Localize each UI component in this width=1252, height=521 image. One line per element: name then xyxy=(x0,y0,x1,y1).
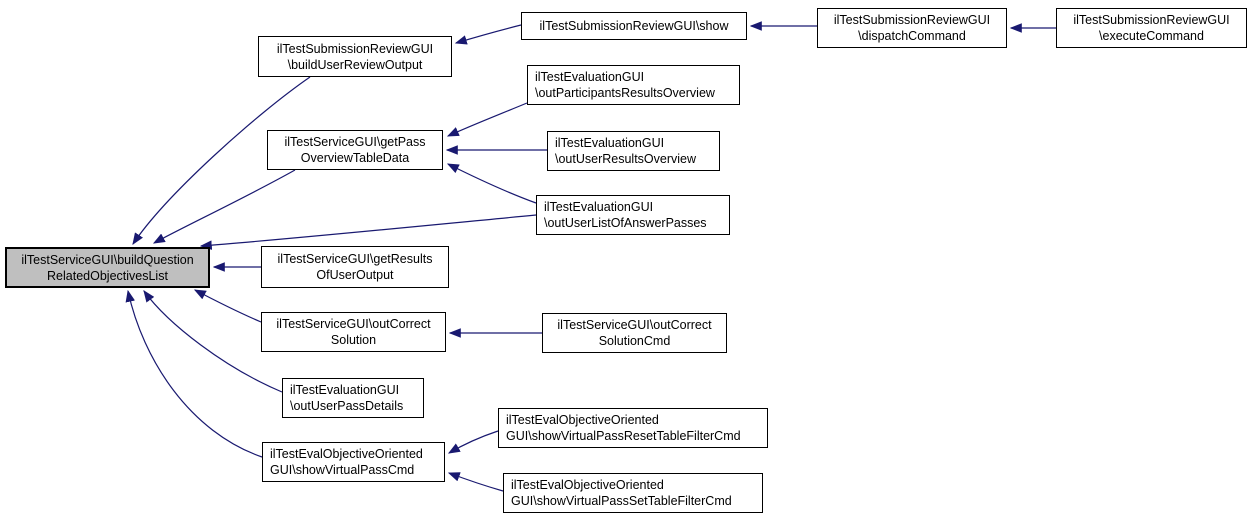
node-outCorrectSolution[interactable]: ilTestServiceGUI\outCorrect Solution xyxy=(261,312,446,352)
node-showVirtualPassCmd[interactable]: ilTestEvalObjectiveOriented GUI\showVirt… xyxy=(262,442,445,482)
node-outUserResultsOverview[interactable]: ilTestEvaluationGUI \outUserResultsOverv… xyxy=(547,131,720,171)
node-outCorrectSolutionCmd[interactable]: ilTestServiceGUI\outCorrect SolutionCmd xyxy=(542,313,727,353)
node-buildUserReviewOutput[interactable]: ilTestSubmissionReviewGUI \buildUserRevi… xyxy=(258,36,452,77)
edge-outUserListOfAnswerPasses-to-getPassOverviewTableData xyxy=(446,163,537,204)
node-buildQuestionRelatedObjectivesList: ilTestServiceGUI\buildQuestion RelatedOb… xyxy=(5,247,210,288)
edge-getPassOverviewTableData-to-main xyxy=(152,169,296,244)
node-executeCommand[interactable]: ilTestSubmissionReviewGUI \executeComman… xyxy=(1056,8,1247,48)
edge-showVirtualPassSetTableFilterCmd-to-showVirtualPassCmd xyxy=(447,472,504,492)
edge-show-to-buildUserReviewOutput xyxy=(454,24,522,45)
edge-showVirtualPassCmd-to-main xyxy=(125,289,263,458)
node-showVirtualPassResetTableFilterCmd[interactable]: ilTestEvalObjectiveOriented GUI\showVirt… xyxy=(498,408,768,448)
node-getPassOverviewTableData[interactable]: ilTestServiceGUI\getPass OverviewTableDa… xyxy=(267,130,443,170)
node-outParticipantsResultsOverview[interactable]: ilTestEvaluationGUI \outParticipantsResu… xyxy=(527,65,740,105)
edge-outUserPassDetails-to-main xyxy=(143,290,283,393)
node-dispatchCommand[interactable]: ilTestSubmissionReviewGUI \dispatchComma… xyxy=(817,8,1007,48)
edge-outUserListOfAnswerPasses-to-main xyxy=(199,214,537,250)
node-outUserPassDetails[interactable]: ilTestEvaluationGUI \outUserPassDetails xyxy=(282,378,424,418)
node-outUserListOfAnswerPasses[interactable]: ilTestEvaluationGUI \outUserListOfAnswer… xyxy=(536,195,730,235)
edge-outParticipantsResultsOverview-to-getPassOverviewTableData xyxy=(446,102,528,137)
node-getResultsOfUserOutput[interactable]: ilTestServiceGUI\getResults OfUserOutput xyxy=(261,246,449,288)
node-show[interactable]: ilTestSubmissionReviewGUI\show xyxy=(521,12,747,40)
edge-outCorrectSolution-to-main xyxy=(193,289,262,323)
node-showVirtualPassSetTableFilterCmd[interactable]: ilTestEvalObjectiveOriented GUI\showVirt… xyxy=(503,473,763,513)
edge-buildUserReviewOutput-to-main xyxy=(132,76,311,245)
edge-showVirtualPassResetTableFilterCmd-to-showVirtualPassCmd xyxy=(447,430,499,454)
